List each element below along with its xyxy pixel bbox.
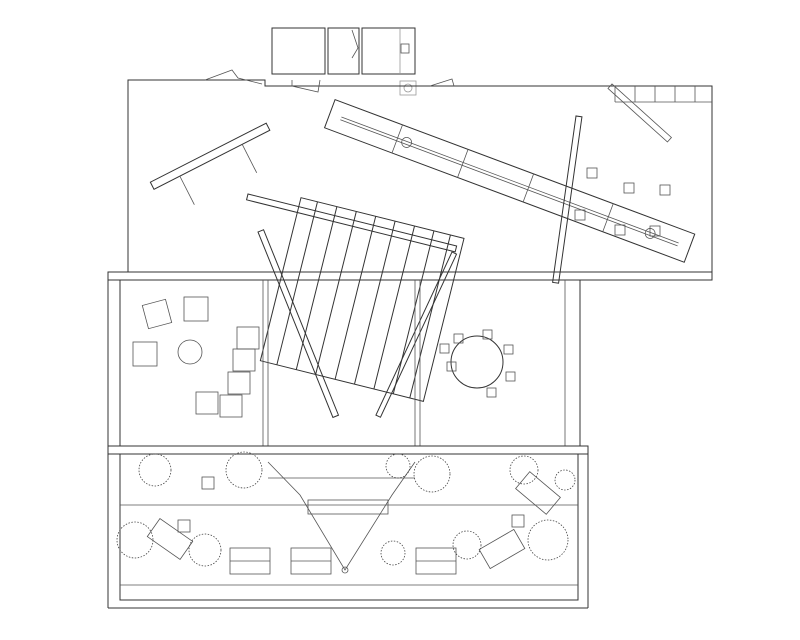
pavilion-beam <box>245 193 458 253</box>
terrace-canopy <box>267 461 416 574</box>
long-table <box>323 99 696 263</box>
round-table <box>439 329 516 398</box>
service-rooms <box>271 27 417 96</box>
upper-hall-walls <box>127 69 713 272</box>
lounge-seating <box>132 296 260 418</box>
lower-room-walls <box>107 271 713 609</box>
pavilion-strut <box>257 229 340 419</box>
pavilion-strut <box>375 251 458 418</box>
table-chairs <box>574 167 671 237</box>
planting <box>116 451 576 567</box>
slatted-pavilion <box>259 197 465 402</box>
panel-bench <box>149 122 271 205</box>
terrace-furniture <box>146 471 561 575</box>
tilted-post <box>552 115 583 284</box>
